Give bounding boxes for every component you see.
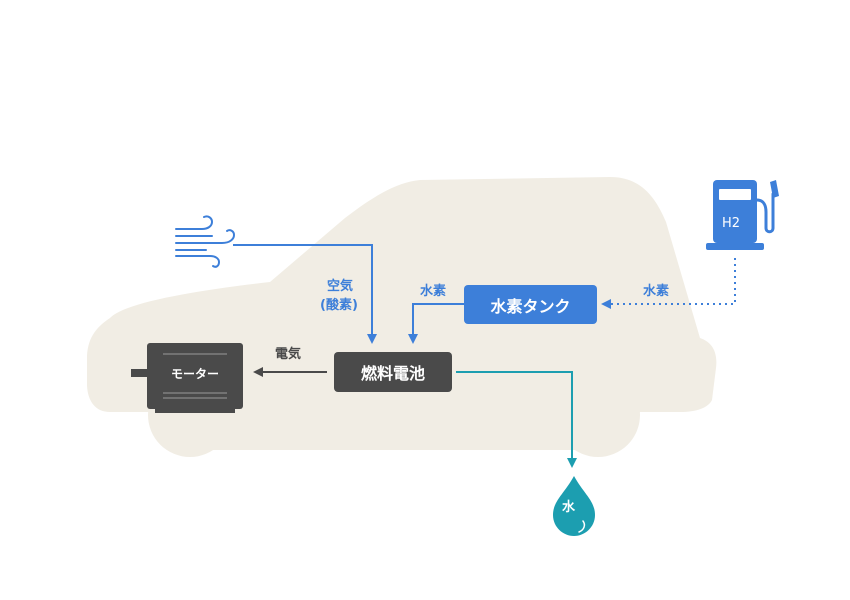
fuel-cell-box: 燃料電池 [334,352,452,392]
air-label: 空気 [327,279,354,294]
hydrogen-station-icon [706,180,779,250]
oxygen-label: (酸素) [320,298,358,313]
hydrogen-tank-box: 水素タンク [464,285,597,324]
water-arrow [456,371,577,468]
car-body [87,177,717,450]
hydrogen-label-left: 水素 [420,284,447,299]
motor-label: モーター [170,366,219,381]
hydrogen-supply-dotted-line [601,258,736,309]
hydrogen-to-fuelcell-arrow [408,303,464,344]
electricity-label: 電気 [275,347,302,362]
car-silhouette [87,177,717,457]
water-label: 水 [562,500,576,515]
car-wheel-rear [556,373,640,457]
hydrogen-label-right: 水素 [643,284,670,299]
motor-icon [131,343,243,413]
wind-icon [175,215,236,268]
station-label: H2 [722,216,741,231]
water-drop-icon [553,476,595,536]
air-arrow [233,244,377,344]
